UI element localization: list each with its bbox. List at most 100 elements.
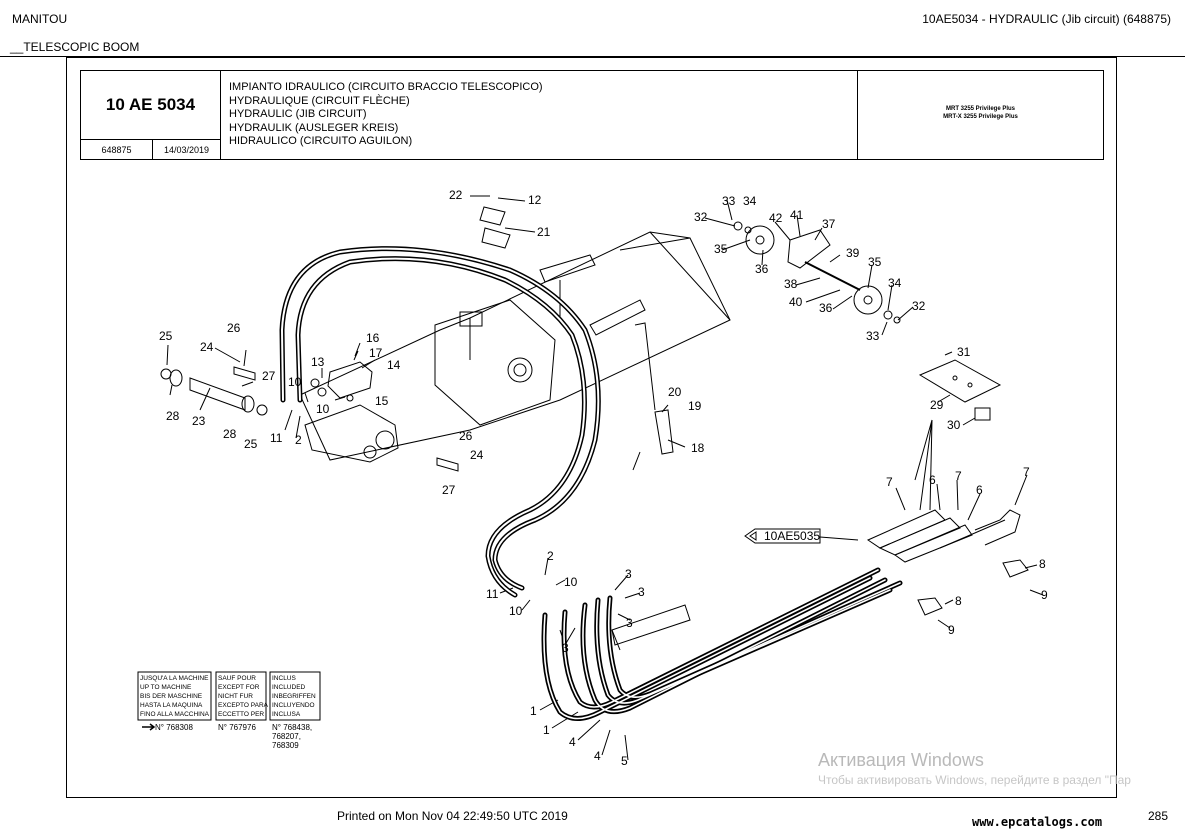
part-label-7b: 7 xyxy=(955,469,962,483)
part-label-5: 5 xyxy=(621,754,628,768)
part-label-31: 31 xyxy=(957,345,971,359)
pipe-group-7 xyxy=(866,509,946,549)
svg-text:INCLUS: INCLUS xyxy=(272,675,297,682)
part-label-3d: 3 xyxy=(562,641,569,655)
serial-included-1: N° 768438, xyxy=(272,723,312,732)
reference-box: 10AE5035 xyxy=(744,528,821,544)
disc-35b xyxy=(853,285,883,315)
part-label-3a: 3 xyxy=(625,567,632,581)
description-es: HIDRAULICO (CIRCUITO AGUILON) xyxy=(229,135,413,147)
part-label-37: 37 xyxy=(822,217,836,231)
svg-text:UP TO MACHINE: UP TO MACHINE xyxy=(140,684,192,691)
serial-included-3: 768309 xyxy=(272,741,299,750)
part-label-10c: 10 xyxy=(564,575,578,589)
svg-text:EXCEPT FOR: EXCEPT FOR xyxy=(218,684,260,691)
svg-text:SAUF POUR: SAUF POUR xyxy=(218,675,256,682)
part-label-28a: 28 xyxy=(166,409,180,423)
svg-text:INCLUDED: INCLUDED xyxy=(272,684,306,691)
part-label-16: 16 xyxy=(366,331,380,345)
part-labels: 22 12 21 25 26 24 27 28 23 28 25 11 2 10… xyxy=(159,188,1048,768)
part-label-11a: 11 xyxy=(270,431,283,445)
part-label-8b: 8 xyxy=(955,594,962,608)
part-label-20: 20 xyxy=(668,385,682,399)
svg-text:ECCETTO PER: ECCETTO PER xyxy=(218,711,264,718)
part-label-30: 30 xyxy=(947,418,961,432)
section-name: __TELESCOPIC BOOM xyxy=(10,40,140,54)
svg-text:INCLUSA: INCLUSA xyxy=(272,711,301,718)
part-label-4b: 4 xyxy=(594,749,601,763)
part-label-7a: 7 xyxy=(886,475,893,489)
part-label-2b: 2 xyxy=(547,549,554,563)
drawing-frame xyxy=(66,57,1117,798)
part-label-26a: 26 xyxy=(227,321,241,335)
brand-name: MANITOU xyxy=(12,12,68,26)
activation-watermark-text: Чтобы активировать Windows, перейдите в … xyxy=(818,773,1131,787)
part-label-25a: 25 xyxy=(159,329,173,343)
svg-text:HASTA LA MAQUINA: HASTA LA MAQUINA xyxy=(140,702,203,709)
part-label-35b: 35 xyxy=(868,255,882,269)
part-label-8a: 8 xyxy=(1039,557,1046,571)
drawing-ref: 648875 xyxy=(81,139,153,160)
part-label-38: 38 xyxy=(784,277,798,291)
plate-29 xyxy=(918,359,1002,403)
boom-outline xyxy=(299,231,731,461)
part-label-32b: 32 xyxy=(912,299,926,313)
part-label-2a: 2 xyxy=(295,433,302,447)
part-label-41: 41 xyxy=(790,208,804,222)
activation-watermark-title: Активация Windows xyxy=(818,750,984,770)
description-de: HYDRAULIK (AUSLEGER KREIS) xyxy=(229,121,399,134)
printed-date: Printed on Mon Nov 04 22:49:50 UTC 2019 xyxy=(337,809,568,823)
part-label-11b: 11 xyxy=(486,587,499,601)
part-label-15: 15 xyxy=(375,394,389,408)
hose-long-outer xyxy=(279,246,601,591)
part-label-40: 40 xyxy=(789,295,803,309)
description-en: HYDRAULIC (JIB CIRCUIT) xyxy=(229,108,367,120)
part-label-21: 21 xyxy=(537,225,551,239)
part-label-6b: 6 xyxy=(976,483,983,497)
page-number: 285 xyxy=(1148,809,1169,823)
svg-text:BIS DER MASCHINE: BIS DER MASCHINE xyxy=(140,693,203,700)
svg-text:INCLUYENDO: INCLUYENDO xyxy=(272,702,315,709)
part-label-22: 22 xyxy=(449,188,463,202)
site-link[interactable]: www.epcatalogs.com xyxy=(972,815,1103,829)
drawing-descriptions: IMPIANTO IDRAULICO (CIRCUITO BRACCIO TEL… xyxy=(229,81,543,149)
svg-text:FINO ALLA MACCHINA: FINO ALLA MACCHINA xyxy=(140,711,210,718)
header-divider xyxy=(0,56,1185,57)
part-label-6a: 6 xyxy=(929,473,936,487)
part-label-42: 42 xyxy=(769,211,783,225)
part-label-33b: 33 xyxy=(866,329,880,343)
title-block: 10 AE 5034 648875 14/03/2019 IMPIANTO ID… xyxy=(80,70,1104,160)
model-2: MRT-X 3255 Privilege Plus xyxy=(943,114,1018,120)
part-label-3c: 3 xyxy=(626,616,633,630)
part-label-9a: 9 xyxy=(1041,588,1048,602)
svg-text:NICHT FUR: NICHT FUR xyxy=(218,693,253,700)
svg-text:EXCEPTO PARA: EXCEPTO PARA xyxy=(218,702,269,709)
part-label-9b: 9 xyxy=(948,623,955,637)
drawing-date: 14/03/2019 xyxy=(153,139,221,160)
part-label-26b: 26 xyxy=(459,429,473,443)
hose-long-inner xyxy=(295,256,587,598)
part-label-17: 17 xyxy=(369,346,383,360)
cylinder-block xyxy=(304,404,399,463)
serial-included-2: 768207, xyxy=(272,732,301,741)
part-label-10b: 10 xyxy=(316,402,330,416)
part-label-33a: 33 xyxy=(722,194,736,208)
part-label-10d: 10 xyxy=(509,604,523,618)
part-label-29: 29 xyxy=(930,398,944,412)
part-label-1b: 1 xyxy=(543,723,550,737)
part-label-27a: 27 xyxy=(262,369,276,383)
model-list: MRT 3255 Privilege Plus MRT-X 3255 Privi… xyxy=(858,105,1103,121)
part-label-7c: 7 xyxy=(1023,465,1030,479)
boom-head xyxy=(434,299,556,426)
svg-text:JUSQU'A LA MACHINE: JUSQU'A LA MACHINE xyxy=(140,675,209,682)
description-it: IMPIANTO IDRAULICO (CIRCUITO BRACCIO TEL… xyxy=(229,81,543,93)
part-label-24a: 24 xyxy=(200,340,214,354)
part-label-19: 19 xyxy=(688,399,702,413)
part-label-24b: 24 xyxy=(470,448,484,462)
serial-upto: N° 768308 xyxy=(155,723,193,732)
part-label-13: 13 xyxy=(311,355,325,369)
part-label-35a: 35 xyxy=(714,242,728,256)
legend-table xyxy=(137,671,321,721)
part-label-12: 12 xyxy=(528,193,542,207)
part-label-39: 39 xyxy=(846,246,860,260)
